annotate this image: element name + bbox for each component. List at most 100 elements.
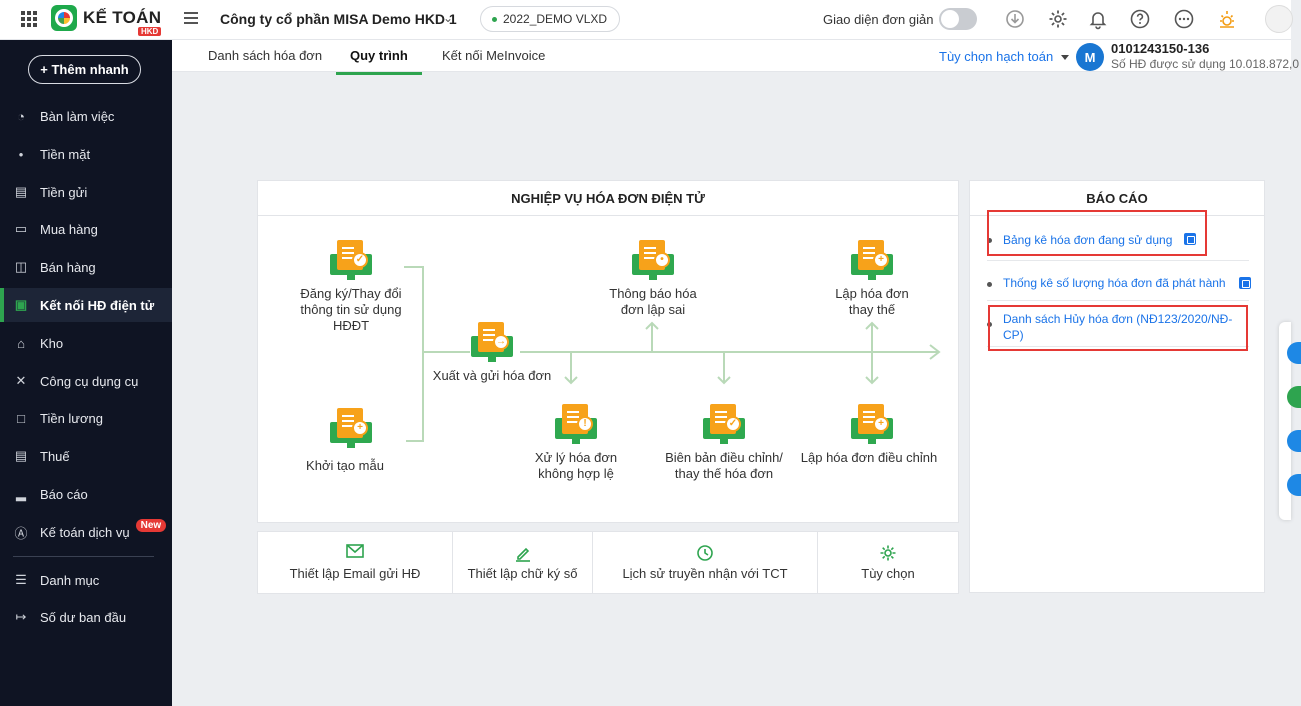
- sidebar-item-service[interactable]: Ⓐ Kế toán dịch vụ New: [0, 515, 172, 549]
- highlight-box: [988, 305, 1248, 351]
- service-icon: Ⓐ: [14, 525, 28, 541]
- sidebar-item-cash[interactable]: • Tiền mặt: [0, 137, 172, 171]
- invoice-usage: Số HĐ được sử dụng 10.018.872,0: [1111, 57, 1300, 71]
- divider: [987, 260, 1249, 261]
- logo-badge: HKD: [137, 27, 162, 36]
- more-icon[interactable]: [1173, 8, 1195, 30]
- chevron-down-icon[interactable]: ⌄: [443, 11, 454, 25]
- sidebar-item-report[interactable]: ▂Báo cáo: [0, 477, 172, 511]
- sidebar-item-label: Tiền gửi: [40, 184, 88, 200]
- report-link-invoice-list[interactable]: Bảng kê hóa đơn đang sử dụng: [1003, 233, 1173, 247]
- database-selector[interactable]: 2022_DEMO VLXD: [480, 6, 621, 32]
- salary-icon: □: [17, 410, 25, 426]
- sidebar-item-desk[interactable]: ◔Bàn làm việc: [0, 99, 172, 133]
- sidebar-item-label: Kết nối HĐ điện tử: [40, 297, 155, 313]
- new-badge: New: [135, 518, 167, 532]
- node-adjust[interactable]: Lập hóa đơn điều chỉnh: [800, 450, 938, 465]
- float-button[interactable]: [1287, 342, 1301, 364]
- logo-mark-icon: [51, 5, 77, 31]
- tab-meinvoice[interactable]: Kết nối MeInvoice: [442, 48, 546, 63]
- sidebar-item-label: Báo cáo: [40, 486, 88, 502]
- tab-bar: Danh sách hóa đơn Quy trình Kết nối MeIn…: [172, 40, 1291, 75]
- bell-icon[interactable]: [1087, 8, 1109, 30]
- node-replace[interactable]: Lập hóa đơn thay thế: [835, 286, 909, 317]
- bank-icon: ▤: [14, 184, 28, 199]
- sidebar-item-salary[interactable]: □ Tiền lương: [0, 401, 172, 435]
- accounting-option-dropdown[interactable]: Tùy chọn hạch toán: [939, 49, 1069, 64]
- tax-icon: ▤: [14, 448, 28, 463]
- node-register[interactable]: Đăng ký/Thay đổi thông tin sử dụng HĐĐT: [300, 286, 402, 333]
- sidebar-item-tax[interactable]: ▤Thuế: [0, 439, 172, 473]
- company-name[interactable]: Công ty cổ phần MISA Demo HKD 1: [220, 11, 457, 27]
- replace-invoice-icon[interactable]: +: [851, 240, 893, 280]
- money-bag-icon: •: [18, 146, 24, 162]
- download-icon[interactable]: [1004, 8, 1026, 30]
- floating-toolbar: [1279, 322, 1301, 520]
- float-button[interactable]: [1287, 430, 1301, 452]
- sidebar-item-label: Tiền lương: [40, 410, 103, 426]
- sidebar-item-label: Bán hàng: [40, 259, 96, 275]
- setting-options[interactable]: Tùy chọn: [818, 532, 958, 593]
- sidebar-item-label: Bàn làm việc: [40, 108, 115, 124]
- sun-icon[interactable]: [1216, 8, 1238, 30]
- sidebar-item-label: Công cụ dụng cụ: [40, 373, 139, 389]
- divider: [987, 300, 1249, 301]
- tab-process[interactable]: Quy trình: [336, 48, 422, 75]
- warning-invoice-icon[interactable]: !: [555, 404, 597, 444]
- divider: [987, 346, 1249, 347]
- issue-send-icon[interactable]: →: [471, 322, 513, 362]
- sidebar-item-purchase[interactable]: ▭Mua hàng: [0, 212, 172, 246]
- help-icon[interactable]: [1129, 8, 1151, 30]
- float-button[interactable]: [1287, 474, 1301, 496]
- sidebar-item-e-invoice[interactable]: ▣Kết nối HĐ điện tử: [0, 288, 172, 322]
- bullet: [987, 238, 992, 243]
- register-invoice-icon[interactable]: ✓: [330, 240, 372, 280]
- minutes-icon[interactable]: ✓: [703, 404, 745, 444]
- hamburger-menu-icon[interactable]: [184, 12, 198, 24]
- report-link-cancelled-invoices[interactable]: Danh sách Hủy hóa đơn (NĐ123/2020/NĐ-CP): [1003, 312, 1233, 342]
- node-handle-invalid[interactable]: Xử lý hóa đơn không hợp lệ: [534, 450, 618, 481]
- gear-icon[interactable]: [1047, 8, 1069, 30]
- setting-label: Thiết lập chữ ký số: [467, 566, 578, 581]
- external-link-icon[interactable]: [1239, 277, 1251, 289]
- template-init-icon[interactable]: +: [330, 408, 372, 448]
- node-issue-send[interactable]: Xuất và gửi hóa đơn: [432, 368, 552, 383]
- shopping-bag-icon: ▭: [14, 221, 28, 236]
- sidebar-item-catalog[interactable]: ☰ Danh mục: [0, 563, 172, 597]
- sidebar-item-deposit[interactable]: ▤ Tiền gửi: [0, 175, 172, 209]
- simple-ui-toggle[interactable]: [939, 8, 977, 30]
- list-icon: ☰: [15, 572, 27, 587]
- sidebar-item-label: Tiền mặt: [40, 146, 91, 162]
- setting-label: Lịch sử truyền nhận với TCT: [622, 566, 788, 581]
- node-notify-error[interactable]: Thông báo hóa đơn lập sai: [609, 286, 697, 317]
- node-init-template[interactable]: Khởi tạo mẫu: [306, 458, 384, 473]
- history-icon: [696, 544, 714, 562]
- apps-grid-icon[interactable]: [21, 11, 37, 27]
- sidebar-item-label: Kho: [40, 335, 64, 351]
- tab-invoice-list[interactable]: Danh sách hóa đơn: [208, 48, 323, 63]
- node-minutes[interactable]: Biên bản điều chỉnh/ thay thế hóa đơn: [665, 450, 783, 481]
- notify-error-icon[interactable]: •: [632, 240, 674, 280]
- setting-email[interactable]: Thiết lập Email gửi HĐ: [258, 532, 453, 593]
- sidebar-item-label: Kế toán dịch vụ: [40, 524, 130, 540]
- sidebar-item-opening-balance[interactable]: ↦Số dư ban đầu: [0, 600, 172, 634]
- sidebar-item-sales[interactable]: ◫Bán hàng: [0, 250, 172, 284]
- reports-panel: BÁO CÁO: [969, 180, 1265, 593]
- bullet: [987, 282, 992, 287]
- sidebar-item-tools[interactable]: ✕Công cụ dụng cụ: [0, 364, 172, 398]
- sidebar-item-warehouse[interactable]: ⌂Kho: [0, 326, 172, 360]
- setting-history[interactable]: Lịch sử truyền nhận với TCT: [593, 532, 818, 593]
- adjust-invoice-icon[interactable]: +: [851, 404, 893, 444]
- opening-balance-icon: ↦: [15, 609, 27, 624]
- sidebar-item-label: Danh mục: [40, 572, 100, 588]
- email-icon: [346, 544, 364, 562]
- quick-add-button[interactable]: + Thêm nhanh: [28, 55, 141, 84]
- sidebar-divider: [13, 556, 154, 557]
- report-link-issued-stats[interactable]: Thống kê số lượng hóa đơn đã phát hành: [1003, 276, 1226, 290]
- external-link-icon[interactable]: [1184, 233, 1196, 245]
- setting-signature[interactable]: Thiết lập chữ ký số: [453, 532, 593, 593]
- avatar[interactable]: [1265, 5, 1293, 33]
- float-button[interactable]: [1287, 386, 1301, 408]
